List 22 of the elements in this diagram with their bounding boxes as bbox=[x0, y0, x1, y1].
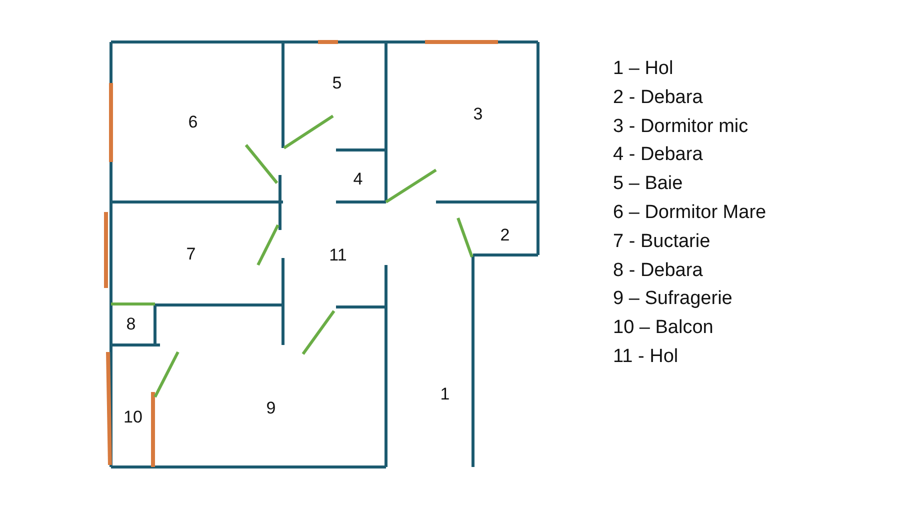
legend-text: 9 – Sufragerie bbox=[613, 289, 732, 308]
room-number: 4 bbox=[353, 170, 363, 188]
room-number: 11 bbox=[329, 246, 347, 264]
room-number: 8 bbox=[126, 316, 136, 332]
legend-text: 7 - Buctarie bbox=[613, 232, 710, 251]
legend-text: 6 – Dormitor Mare bbox=[613, 203, 766, 222]
legend-text: 1 – Hol bbox=[613, 59, 674, 78]
legend-text: 4 - Debara bbox=[613, 145, 703, 164]
legend-text: 8 - Debara bbox=[613, 260, 703, 280]
legend-text: 3 - Dormitor mic bbox=[613, 116, 748, 136]
room-number: 10 bbox=[124, 408, 142, 426]
legend-text: 5 – Baie bbox=[613, 174, 683, 194]
room-number: 9 bbox=[266, 400, 276, 416]
room-number: 6 bbox=[188, 114, 198, 130]
room-number: 7 bbox=[186, 246, 196, 262]
legend-text: 10 – Balcon bbox=[613, 318, 714, 338]
legend-text: 2 - Debara bbox=[613, 88, 703, 107]
room-number: 3 bbox=[473, 106, 483, 122]
room-number: 2 bbox=[500, 226, 510, 244]
legend-text: 11 - Hol bbox=[613, 347, 678, 366]
room-number: 5 bbox=[332, 74, 342, 92]
room-number: 1 bbox=[440, 386, 450, 402]
